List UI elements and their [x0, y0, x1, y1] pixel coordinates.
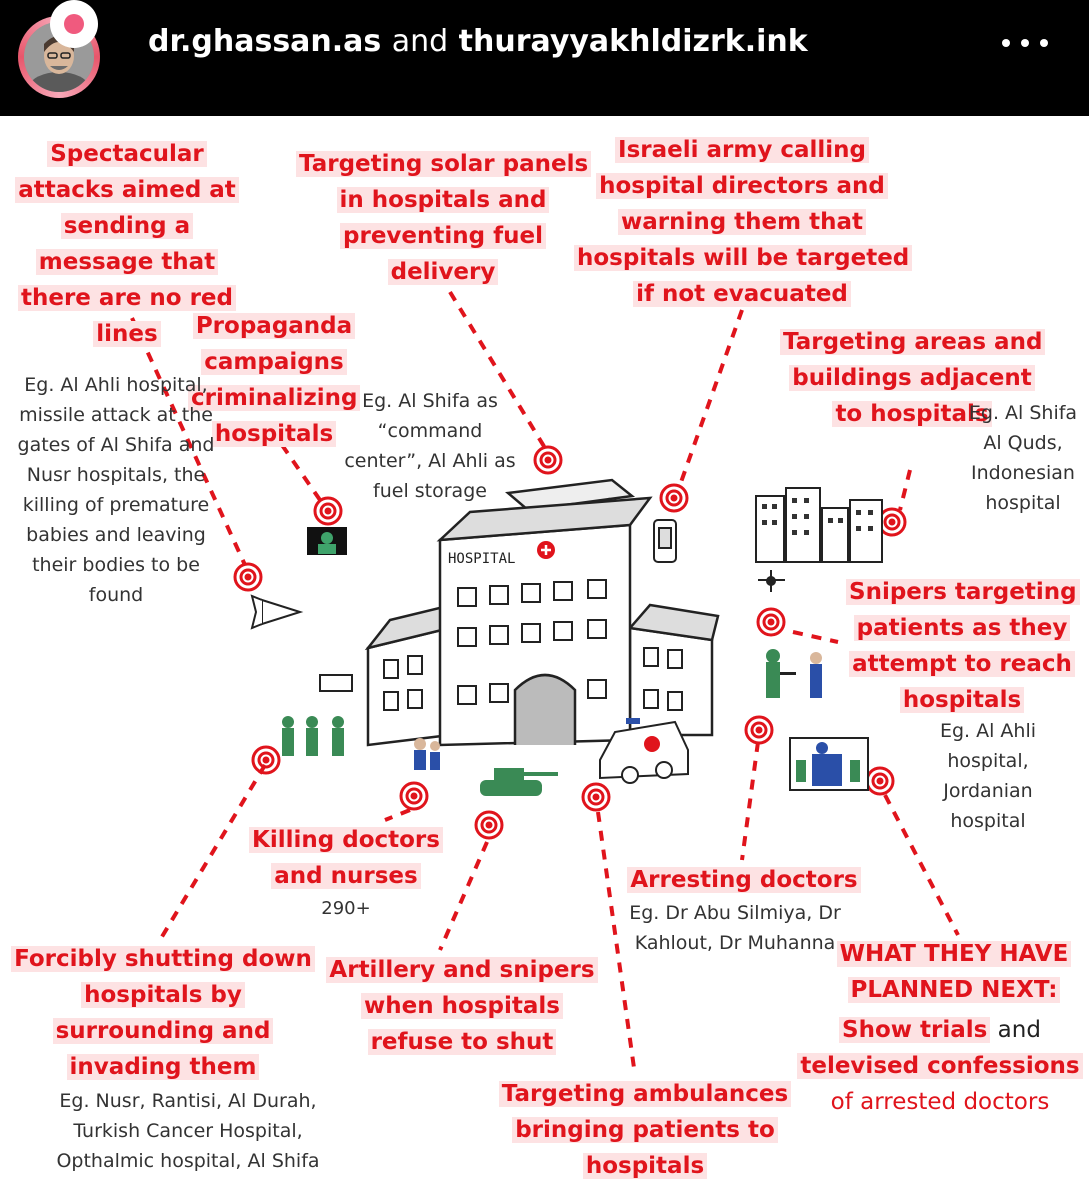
hospital-building — [364, 478, 720, 747]
label-targeting-ambulances: Targeting ambulances bringing patients t… — [496, 1076, 794, 1184]
label-planned-next: WHAT THEY HAVE PLANNED NEXT: — [826, 936, 1082, 1008]
phone-icon — [653, 519, 677, 563]
of-arrested-doctors-text: of arrested doctors — [830, 1089, 1050, 1115]
label-killing-doctors: Killing doctors and nurses — [246, 822, 446, 894]
more-options-icon[interactable] — [1002, 34, 1050, 52]
example-adjacent: Eg. Al Shifa Al Quds, Indonesian hospita… — [968, 402, 1078, 514]
label-propaganda: Propaganda campaigns criminalizing hospi… — [188, 308, 361, 452]
post-usernames: dr.ghassan.as and thurayyakhldizrk.ink — [148, 22, 808, 62]
doctors-icon — [414, 738, 440, 770]
missile-icon — [250, 594, 304, 630]
adjacent-buildings-icon — [755, 487, 883, 563]
tv-screen-icon — [307, 527, 347, 555]
tank-icon — [480, 768, 558, 796]
example-command-center: Eg. Al Shifa as “command center”, Al Ahl… — [344, 390, 516, 502]
example-arrested: Eg. Dr Abu Silmiya, Dr Kahlout, Dr Muhan… — [629, 902, 841, 954]
hospital-illustration: HOSPITAL — [130, 290, 960, 1076]
target-icons — [233, 445, 907, 840]
label-spectacular-attacks: Spectacular attacks aimed at sending a m… — [4, 136, 250, 352]
example-snipers: Eg. Al Ahli hospital, Jordanian hospital — [939, 720, 1037, 832]
televised-confessions-text: televised confessions — [797, 1053, 1083, 1079]
label-adjacent-areas: Targeting areas and buildings adjacent t… — [780, 324, 1046, 432]
example-forcibly: Eg. Nusr, Rantisi, Al Durah, Turkish Can… — [56, 1090, 320, 1172]
planned-next-details: Show trials and televised confessions of… — [796, 1012, 1084, 1120]
show-trial-icon — [789, 737, 869, 791]
and-text: and — [997, 1017, 1041, 1043]
post-header: dr.ghassan.as and thurayyakhldizrk.ink — [0, 0, 1089, 116]
story-badge-icon — [50, 0, 98, 48]
username-1[interactable]: dr.ghassan.as — [148, 24, 382, 59]
infographic: HOSPITAL — [0, 116, 1089, 1200]
username-conjunction: and — [391, 24, 449, 59]
label-forcibly-shutting: Forcibly shutting down hospitals by surr… — [10, 941, 316, 1085]
show-trials-text: Show trials — [839, 1017, 991, 1043]
label-israeli-army-calls: Israeli army calling hospital directors … — [574, 132, 913, 312]
label-solar-panels: Targeting solar panels in hospitals and … — [296, 146, 592, 290]
soldiers-icon — [282, 716, 344, 756]
username-2[interactable]: thurayyakhldizrk.ink — [458, 24, 808, 59]
hospital-sign-text: HOSPITAL — [448, 551, 515, 567]
label-arresting-doctors: Arresting doctors — [626, 862, 862, 898]
leader-lines — [130, 290, 960, 1076]
label-artillery-snipers: Artillery and snipers when hospitals ref… — [326, 952, 598, 1060]
sniper-icon — [766, 649, 822, 698]
drone-icon — [758, 570, 785, 592]
ambulance-icon — [599, 718, 689, 784]
label-snipers: Snipers targeting patients as they attem… — [846, 574, 1080, 718]
killing-count: 290+ — [321, 898, 371, 919]
example-al-ahli: Eg. Al Ahli hospital, missile attack at … — [17, 374, 215, 606]
id-card-icon — [319, 674, 353, 692]
